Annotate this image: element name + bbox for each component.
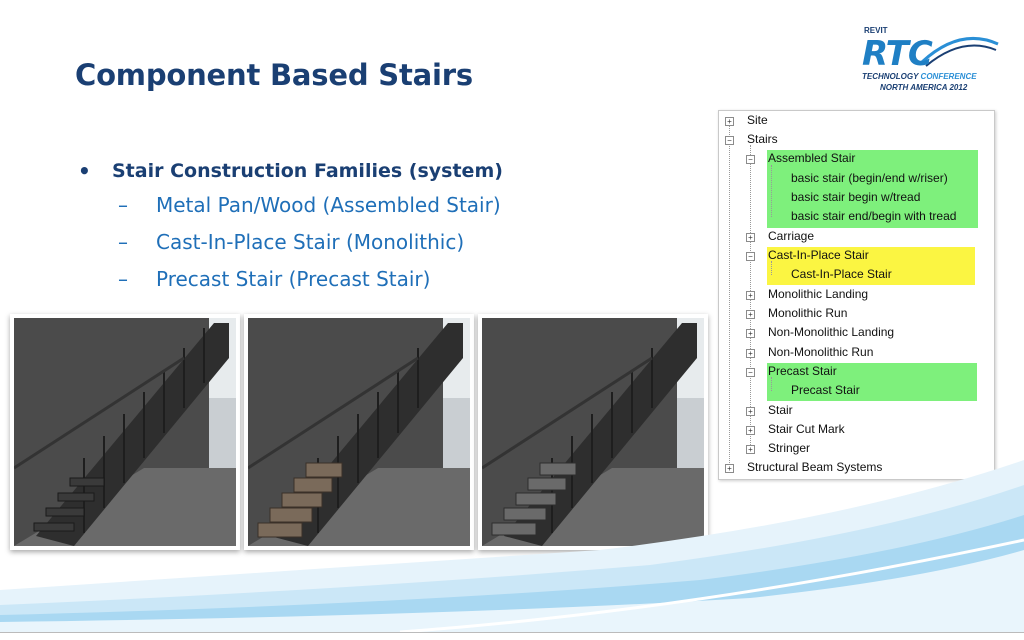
highlight-cast-in-place xyxy=(767,247,975,285)
dash-icon: – xyxy=(118,266,128,291)
logo-tech-line: TECHNOLOGY CONFERENCE xyxy=(862,72,977,81)
collapse-icon[interactable]: − xyxy=(746,155,755,164)
expand-icon[interactable]: + xyxy=(746,445,755,454)
tree-item-type[interactable]: basic stair begin w/tread xyxy=(791,188,920,207)
logo-technology: TECHNOLOGY xyxy=(862,72,919,81)
sub-bullet: – Metal Pan/Wood (Assembled Stair) xyxy=(78,186,503,223)
sub-bullet-text: Cast-In-Place Stair (Monolithic) xyxy=(156,229,465,254)
tree-item-label: Non-Monolithic Landing xyxy=(768,325,895,339)
bullet-main-text: Stair Construction Families (system) xyxy=(112,160,503,182)
project-browser-tree: + Site − Stairs − Assembled Stair basic … xyxy=(718,110,995,480)
tree-item-label: Non-Monolithic Run xyxy=(768,345,874,359)
collapse-icon[interactable]: − xyxy=(746,368,755,377)
tree-item-label: Stringer xyxy=(768,441,811,455)
tree-item-label: Precast Stair xyxy=(768,364,837,378)
expand-icon[interactable]: + xyxy=(746,426,755,435)
tree-item-label: Stairs xyxy=(747,132,778,146)
tree-item-type[interactable]: Cast-In-Place Stair xyxy=(791,265,892,284)
sub-bullet: – Cast-In-Place Stair (Monolithic) xyxy=(78,223,503,260)
tree-item-type[interactable]: basic stair (begin/end w/riser) xyxy=(791,169,948,188)
stair-image-cast-in-place xyxy=(244,314,474,550)
rtc-logo: REVIT RTC TECHNOLOGY CONFERENCE NORTH AM… xyxy=(860,22,1000,96)
tree-item-label: Assembled Stair xyxy=(768,151,856,165)
swoosh-icon xyxy=(920,36,999,67)
tree-item-label: Carriage xyxy=(768,229,815,243)
tree-line xyxy=(771,165,772,217)
expand-icon[interactable]: + xyxy=(746,329,755,338)
tree-item-label: Stair xyxy=(768,403,793,417)
expand-icon[interactable]: + xyxy=(725,117,734,126)
bullet-list: • Stair Construction Families (system) –… xyxy=(78,156,503,297)
tree-item-label: basic stair end/begin with tread xyxy=(791,209,957,223)
expand-icon[interactable]: + xyxy=(746,310,755,319)
expand-icon[interactable]: + xyxy=(746,407,755,416)
tree-item-type[interactable]: Precast Stair xyxy=(791,381,860,400)
tree-line xyxy=(771,377,772,391)
logo-conference: CONFERENCE xyxy=(920,72,977,81)
tree-item-label: Precast Stair xyxy=(791,383,860,397)
bullet-dot-icon: • xyxy=(78,159,91,183)
highlight-assembled xyxy=(767,150,978,228)
stair-image-assembled xyxy=(10,314,240,550)
tree-item-label: Cast-In-Place Stair xyxy=(768,248,869,262)
stair-render-1 xyxy=(14,318,236,546)
logo-revit-text: REVIT xyxy=(864,26,888,35)
tree-item-label: Monolithic Landing xyxy=(768,287,869,301)
highlight-precast xyxy=(767,363,977,401)
dash-icon: – xyxy=(118,229,128,254)
collapse-icon[interactable]: − xyxy=(746,252,755,261)
expand-icon[interactable]: + xyxy=(746,349,755,358)
tree-item-label: Site xyxy=(747,113,768,127)
tree-item-label: basic stair (begin/end w/riser) xyxy=(791,171,948,185)
stair-render-3 xyxy=(482,318,704,546)
footer-divider xyxy=(0,632,1024,633)
logo-north-america: NORTH AMERICA 2012 xyxy=(880,83,968,92)
tree-item-label: Monolithic Run xyxy=(768,306,848,320)
tree-item-type[interactable]: basic stair end/begin with tread xyxy=(791,207,956,226)
stair-render-2 xyxy=(248,318,470,546)
sub-bullet-text: Metal Pan/Wood (Assembled Stair) xyxy=(156,192,501,217)
logo-rtc-text: RTC xyxy=(862,34,933,74)
tree-item-label: Structural Beam Systems xyxy=(747,460,883,474)
expand-icon[interactable]: + xyxy=(725,464,734,473)
slide-title: Component Based Stairs xyxy=(75,58,473,92)
bullet-main: • Stair Construction Families (system) xyxy=(78,156,503,186)
collapse-icon[interactable]: − xyxy=(725,136,734,145)
expand-icon[interactable]: + xyxy=(746,291,755,300)
sub-bullet-text: Precast Stair (Precast Stair) xyxy=(156,266,431,291)
stair-image-precast xyxy=(478,314,708,550)
tree-line xyxy=(729,125,730,467)
tree-item-label: Cast-In-Place Stair xyxy=(791,267,892,281)
dash-icon: – xyxy=(118,192,128,217)
sub-bullet: – Precast Stair (Precast Stair) xyxy=(78,260,503,297)
tree-item-label: Stair Cut Mark xyxy=(768,422,845,436)
expand-icon[interactable]: + xyxy=(746,233,755,242)
tree-line xyxy=(771,261,772,275)
tree-item-label: basic stair begin w/tread xyxy=(791,190,921,204)
decorative-waves xyxy=(0,460,1024,632)
